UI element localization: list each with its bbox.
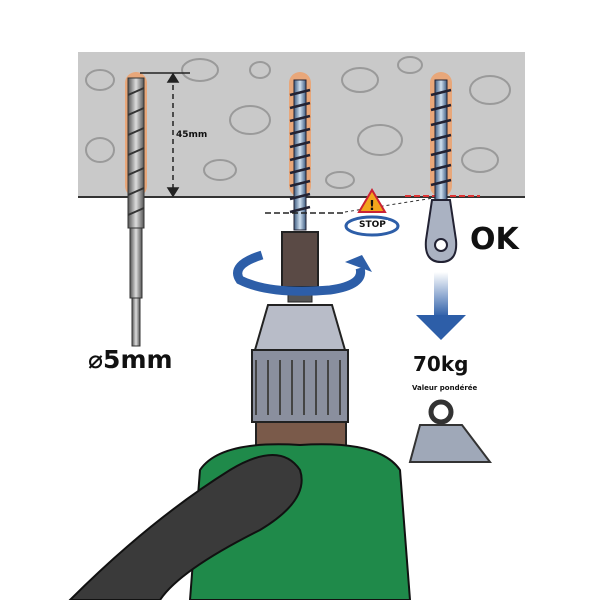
rotation-arrow-icon [233,250,366,296]
stop-rotation-icon [344,215,400,237]
svg-text:!: ! [369,199,375,214]
screw-being-driven [289,79,311,231]
drill [68,231,412,600]
eye-screw [424,79,458,264]
ok-label: OK [470,222,519,257]
diameter-label: ⌀5mm [88,345,173,374]
load-label: 70kg [413,352,469,376]
stop-indicator-line [344,196,441,213]
warning-icon: ! [357,188,387,214]
depth-dimension [140,72,190,198]
depth-label: 45mm [176,130,208,140]
drill-bit [127,77,145,347]
load-arrow-icon [416,272,466,340]
load-note: Valeur pondérée [412,384,478,392]
weight-icon [408,399,493,463]
stop-label: STOP [357,220,388,230]
